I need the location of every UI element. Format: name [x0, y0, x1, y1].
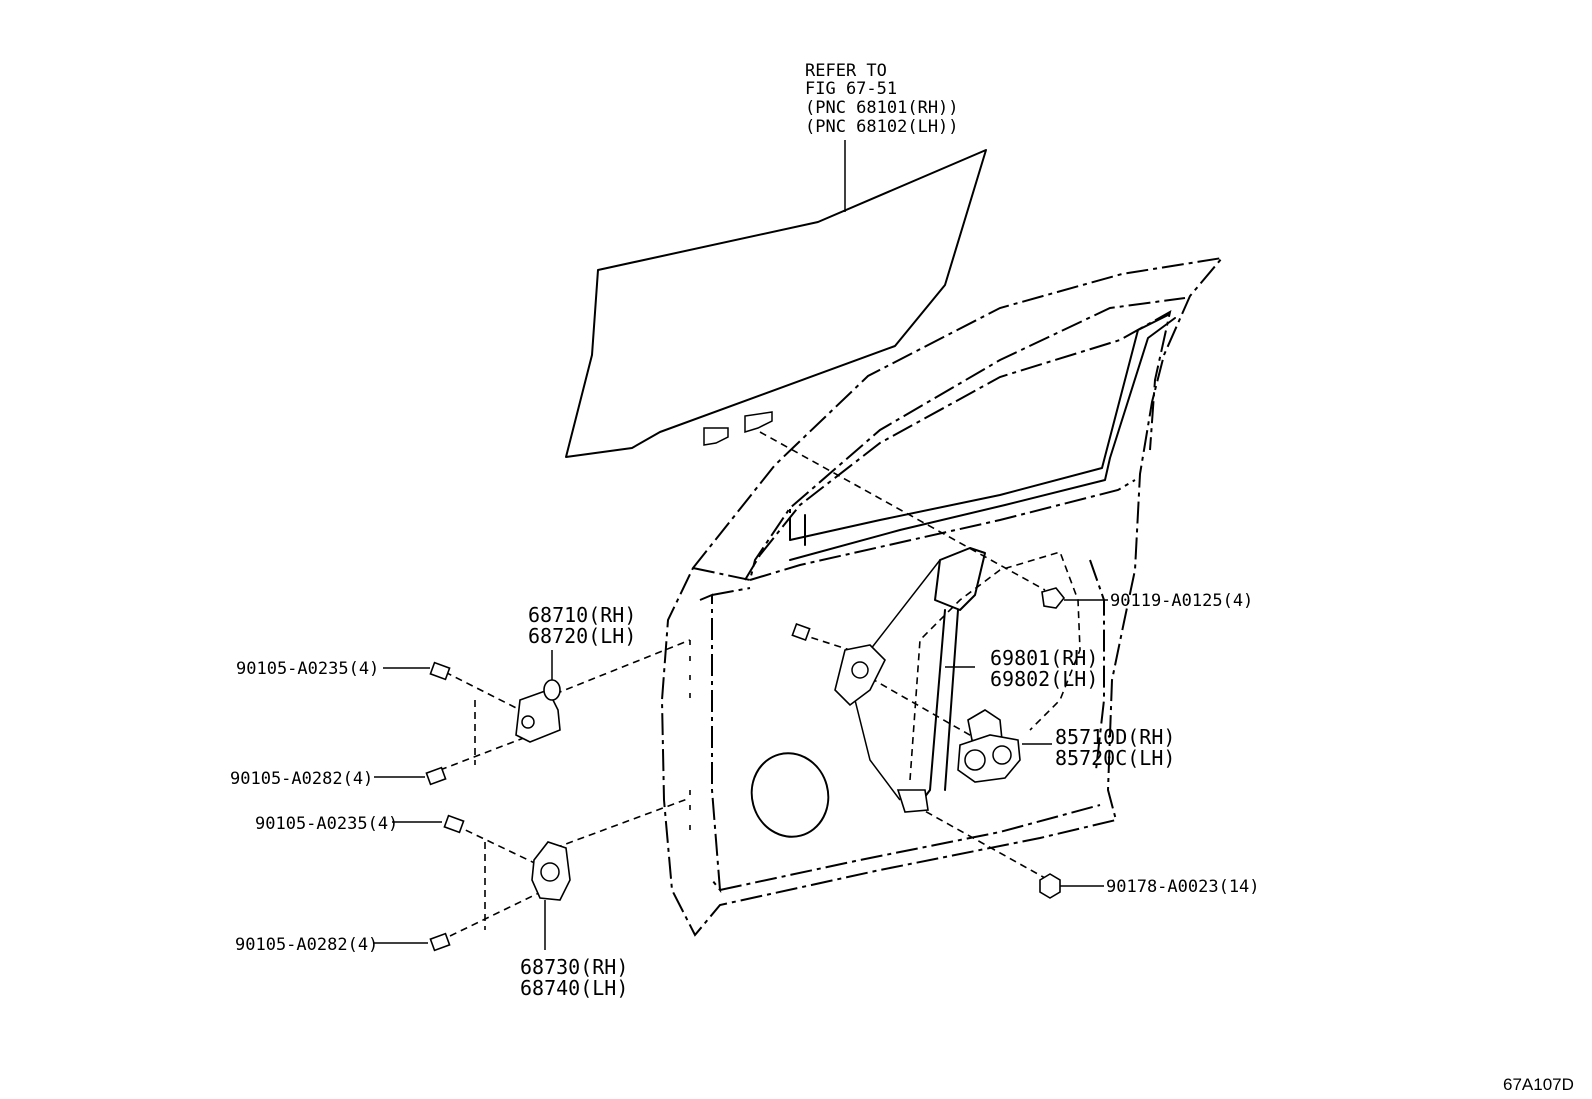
- bolt-icon-glass: [1041, 587, 1108, 609]
- assembly-dashed-lines: [439, 431, 1046, 937]
- nut-icon-regulator: [1039, 873, 1104, 899]
- door-glass: [565, 140, 987, 458]
- nut-regulator-label: 90178-A0023(14): [1106, 877, 1260, 897]
- figure-code: 67A107D: [1503, 1075, 1574, 1094]
- refer-note-line1: REFER TO: [805, 61, 887, 81]
- lower-hinge-rh-label: 68730(RH): [520, 955, 628, 979]
- bolt-upper-a-label: 90105-A0235(4): [236, 659, 379, 679]
- lower-hinge: [531, 841, 571, 950]
- bolt-icon-lower-a: [392, 814, 465, 834]
- bolt-lower-b-label: 90105-A0282(4): [235, 935, 378, 955]
- bolt-lower-a-label: 90105-A0235(4): [255, 814, 398, 834]
- refer-note-line4: (PNC 68102(LH)): [805, 117, 959, 137]
- motor-rh-label: 85710D(RH): [1055, 725, 1175, 749]
- bolt-icon-regulator: [791, 622, 811, 642]
- door-outline: [660, 256, 1225, 937]
- bolt-icon-upper-a: [383, 661, 451, 681]
- bolt-glass-label: 90119-A0125(4): [1110, 591, 1253, 611]
- bolt-upper-b-label: 90105-A0282(4): [230, 769, 373, 789]
- upper-hinge-lh-label: 68720(LH): [528, 624, 636, 648]
- lower-hinge-lh-label: 68740(LH): [520, 976, 628, 1000]
- motor-lh-label: 85720C(LH): [1055, 746, 1175, 770]
- window-regulator: [834, 547, 986, 813]
- bolt-icon-upper-b: [374, 766, 447, 786]
- regulator-lh-label: 69802(LH): [990, 667, 1098, 691]
- refer-note-line2: FIG 67-51: [805, 79, 897, 99]
- upper-hinge: [515, 650, 561, 743]
- upper-hinge-rh-label: 68710(RH): [528, 603, 636, 627]
- window-motor: [957, 709, 1052, 783]
- refer-note-line3: (PNC 68101(RH)): [805, 98, 959, 118]
- regulator-rh-label: 69801(RH): [990, 646, 1098, 670]
- bolt-icon-lower-b: [374, 932, 451, 952]
